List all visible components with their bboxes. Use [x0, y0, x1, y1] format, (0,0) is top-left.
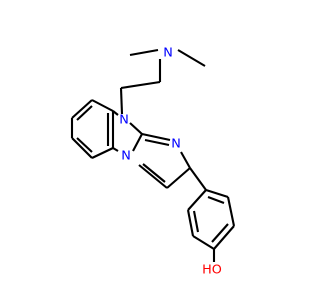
- bond-benzo-5: [91, 147, 114, 159]
- bond-phenyl-6-double: [207, 196, 225, 204]
- atom-n-ring-9: N: [119, 113, 129, 128]
- molecule-structure: N N N N HO: [0, 0, 300, 300]
- bond-ring2-c: [166, 167, 191, 189]
- bond-phenyl-2: [186, 209, 195, 237]
- bond-phenyl-4: [213, 225, 235, 250]
- bond-ring-b: [129, 122, 143, 135]
- bond-ring2-a-double: [144, 138, 170, 147]
- background: [0, 0, 300, 300]
- bond-phenyl-6: [205, 188, 229, 199]
- bond-ch2-ch2: [120, 80, 161, 90]
- atom-n-ring-bridge: N: [121, 149, 131, 164]
- bond-phenyl-2-double: [192, 210, 200, 233]
- bond-ring2-d-double: [142, 163, 166, 183]
- bond-phenyl-5: [226, 196, 236, 227]
- bond-ring2-b: [180, 151, 191, 169]
- bond-ring2-a: [141, 132, 171, 142]
- bond-benzo-1: [91, 99, 114, 112]
- bond-layer: [70, 48, 236, 262]
- bond-benzo-2-double: [76, 105, 93, 121]
- atom-label-layer: N N N N HO: [119, 46, 222, 278]
- bond-to-phenyl: [189, 167, 207, 191]
- bond-phenyl-1: [187, 189, 207, 211]
- bond-phenyl-3: [192, 235, 215, 250]
- bond-methyl-left: [129, 48, 159, 57]
- bond-ring2-d: [138, 164, 168, 189]
- bond-methyl-right: [177, 49, 206, 67]
- atom-n-ring-imine: N: [171, 137, 181, 152]
- atom-o-hydroxyl: HO: [202, 263, 222, 278]
- bond-benzo-4: [71, 137, 93, 159]
- bond-ch2-n9: [119, 87, 124, 115]
- bond-ring-a: [112, 110, 119, 116]
- bond-benzo-4-double: [76, 137, 93, 153]
- bond-ring-c: [132, 133, 143, 152]
- bond-phenyl-4-double: [211, 223, 229, 243]
- atom-n-amine: N: [163, 46, 173, 61]
- bond-benzo-2: [71, 99, 93, 119]
- bond-ring-d: [112, 147, 119, 152]
